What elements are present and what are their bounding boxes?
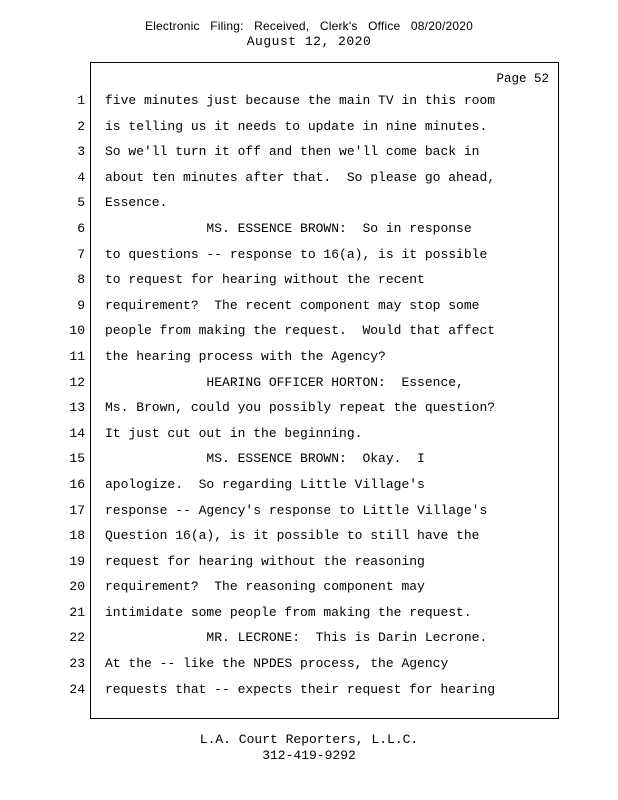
line-text: MS. ESSENCE BROWN: Okay. I: [105, 451, 425, 467]
transcript-line: 7 to questions -- response to 16(a), is i…: [55, 247, 565, 273]
line-number: 8: [77, 272, 85, 288]
line-number: 12: [69, 374, 85, 390]
line-text: is telling us it needs to update in nine…: [105, 118, 488, 134]
transcript-line: 23 At the -- like the NPDES process, the …: [55, 656, 565, 682]
line-number: 2: [77, 118, 85, 134]
page-footer: L.A. Court Reporters, L.L.C. 312-419-929…: [0, 732, 618, 763]
line-text: It just cut out in the beginning.: [105, 425, 363, 441]
hearing-date: August 12, 2020: [246, 34, 372, 49]
transcript-line: 10 people from making the request. Would …: [55, 323, 565, 349]
transcript-line: 20 requirement? The reasoning component m…: [55, 579, 565, 605]
line-text: apologize. So regarding Little Village's: [105, 476, 425, 492]
transcript-line: 3 So we'll turn it off and then we'll com…: [55, 144, 565, 170]
transcript-line: 15 MS. ESSENCE BROWN: Okay. I: [55, 451, 565, 477]
transcript-line: 5 Essence.: [55, 195, 565, 221]
line-number: 22: [69, 630, 85, 646]
transcript-line: 24 requests that -- expects their request…: [55, 682, 565, 708]
transcript-line: 22 MR. LECRONE: This is Darin Lecrone.: [55, 630, 565, 656]
transcript-box: Page 52: [90, 62, 559, 719]
transcript-line: 11 the hearing process with the Agency?: [55, 349, 565, 375]
line-number: 1: [77, 93, 85, 108]
line-text: Question 16(a), is it possible to still …: [105, 528, 480, 544]
court-reporter-name: L.A. Court Reporters, L.L.C.: [199, 732, 419, 747]
line-text: requests that -- expects their request f…: [105, 681, 496, 697]
line-text: Essence.: [105, 195, 168, 211]
line-text: MR. LECRONE: This is Darin Lecrone.: [105, 630, 488, 646]
transcript-line: 12 HEARING OFFICER HORTON: Essence,: [55, 375, 565, 401]
line-number: 24: [69, 681, 85, 697]
transcript-line: 8 to request for hearing without the rece…: [55, 272, 565, 298]
line-number: 14: [69, 425, 85, 441]
page-number-label: Page 52: [496, 72, 549, 86]
line-text: the hearing process with the Agency?: [105, 348, 386, 364]
transcript-line: 17 response -- Agency's response to Littl…: [55, 503, 565, 529]
line-number: 10: [69, 323, 85, 339]
line-number: 19: [69, 553, 85, 569]
efiling-stamp: Electronic Filing: Received, Clerk's Off…: [144, 19, 473, 33]
line-text: So we'll turn it off and then we'll come…: [105, 144, 480, 160]
line-text: response -- Agency's response to Little …: [105, 502, 488, 518]
line-number: 23: [69, 656, 85, 672]
line-number: 13: [69, 400, 85, 416]
transcript-line: 19 request for hearing without the reason…: [55, 554, 565, 580]
transcript-line: 9 requirement? The recent component may s…: [55, 298, 565, 324]
transcript-line: 2 is telling us it needs to update in nin…: [55, 119, 565, 145]
line-number: 11: [69, 348, 85, 364]
transcript-line: 6 MS. ESSENCE BROWN: So in response: [55, 221, 565, 247]
line-number: 18: [69, 528, 85, 544]
line-text: people from making the request. Would th…: [105, 323, 496, 339]
line-text: request for hearing without the reasonin…: [105, 553, 425, 569]
line-text: requirement? The recent component may st…: [105, 297, 480, 313]
line-text: about ten minutes after that. So please …: [105, 169, 496, 185]
transcript-line: 4 about ten minutes after that. So please…: [55, 170, 565, 196]
line-number: 9: [77, 297, 85, 313]
line-number: 17: [69, 502, 85, 518]
line-text: HEARING OFFICER HORTON: Essence,: [105, 374, 464, 390]
line-number: 5: [77, 195, 85, 211]
line-text: requirement? The reasoning component may: [105, 579, 425, 595]
line-text: At the -- like the NPDES process, the Ag…: [105, 656, 449, 672]
line-text: to questions -- response to 16(a), is it…: [105, 246, 488, 262]
transcript-line: 13 Ms. Brown, could you possibly repeat t…: [55, 400, 565, 426]
line-number: 16: [69, 476, 85, 492]
transcript-lines: 1 five minutes just because the main TV i…: [55, 93, 565, 707]
line-number: 7: [77, 246, 85, 262]
page-header: Electronic Filing: Received, Clerk's Off…: [0, 19, 618, 49]
court-reporter-phone: 312-419-9292: [262, 747, 356, 763]
line-text: intimidate some people from making the r…: [105, 604, 472, 620]
line-text: five minutes just because the main TV in…: [105, 93, 496, 108]
line-number: 4: [77, 169, 85, 185]
line-number: 20: [69, 579, 85, 595]
transcript-line: 1 five minutes just because the main TV i…: [55, 93, 565, 119]
transcript-line: 14 It just cut out in the beginning.: [55, 426, 565, 452]
transcript-line: 18 Question 16(a), is it possible to stil…: [55, 528, 565, 554]
transcript-line: 16 apologize. So regarding Little Village…: [55, 477, 565, 503]
line-text: to request for hearing without the recen…: [105, 272, 425, 288]
line-number: 21: [69, 604, 85, 620]
line-number: 3: [77, 144, 85, 160]
line-number: 6: [77, 220, 85, 236]
transcript-line: 21 intimidate some people from making the…: [55, 605, 565, 631]
line-text: MS. ESSENCE BROWN: So in response: [105, 220, 472, 236]
line-number: 15: [69, 451, 85, 467]
line-text: Ms. Brown, could you possibly repeat the…: [105, 400, 496, 416]
